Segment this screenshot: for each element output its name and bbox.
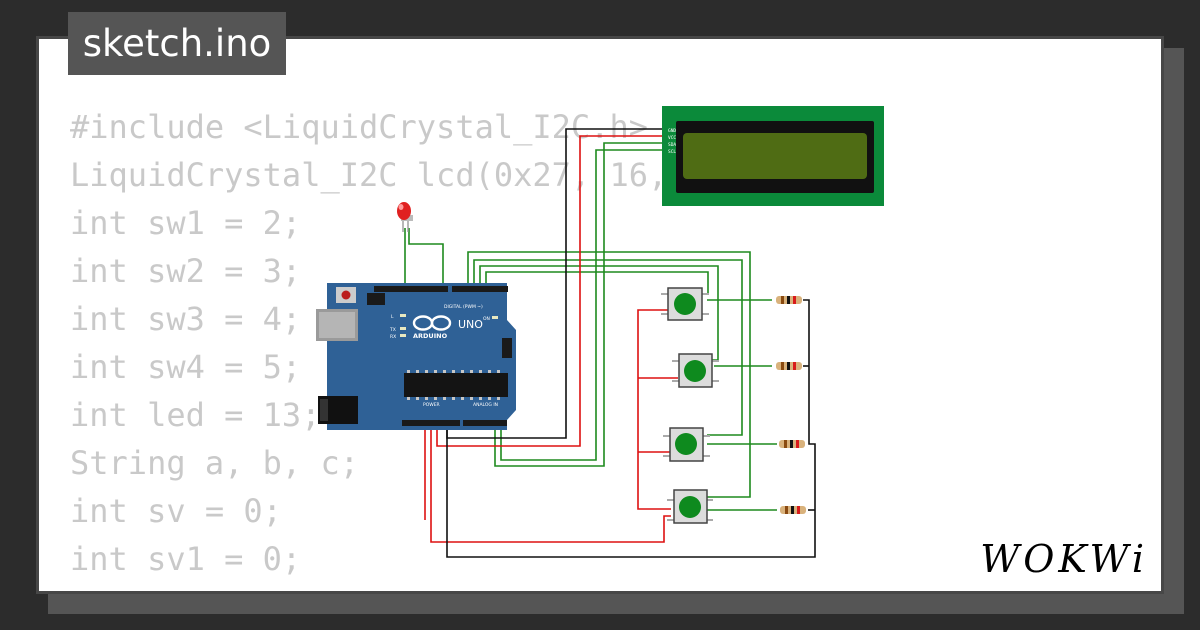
wire-sw2 — [473, 259, 743, 436]
resistor-1[interactable] — [776, 296, 802, 304]
lcd-pin-sda: SDA — [668, 142, 676, 148]
lcd-pin-gnd: GND — [668, 128, 676, 134]
resistor-2[interactable] — [776, 362, 802, 370]
lcd-pin-vcc: VCC — [668, 135, 676, 141]
wire-sw1 — [467, 251, 751, 498]
arduino-uno-board[interactable]: UNO ARDUINO DIGITAL (PWM ~) POWER ANALOG… — [316, 283, 516, 430]
l-led-icon — [400, 314, 406, 317]
red-led[interactable] — [397, 202, 413, 232]
code-line: int sv = 0; — [70, 492, 282, 530]
push-button-1[interactable] — [661, 287, 709, 321]
wire-5v-btn1 — [637, 309, 671, 510]
wire-lcd-scl — [500, 149, 662, 461]
wire-gnd-bus — [446, 299, 816, 558]
board-model: UNO — [458, 318, 483, 331]
wire-lcd-sda — [494, 142, 662, 467]
icsp-header — [367, 293, 512, 358]
code-line: int sw4 = 5; — [70, 348, 302, 386]
code-line: int sw3 = 4; — [70, 300, 302, 338]
lcd-display[interactable]: GND VCC SDA SCL — [662, 106, 884, 206]
wokwi-logo: WOKWi — [980, 537, 1148, 581]
on-led-label: ON — [483, 316, 490, 322]
rx-label: RX — [390, 334, 396, 340]
code-line: int sv1 = 0; — [70, 540, 302, 578]
resistor-3[interactable] — [779, 440, 805, 448]
tx-label: TX — [389, 327, 396, 333]
tx-led-icon — [400, 327, 406, 330]
push-button-4[interactable] — [667, 489, 713, 524]
wire-5v-rail — [430, 421, 671, 543]
lcd-pin-scl: SCL — [668, 149, 676, 155]
power-header-label: POWER — [423, 402, 440, 408]
resistor-4[interactable] — [780, 506, 806, 514]
digital-header-label: DIGITAL (PWM ~) — [444, 304, 483, 310]
code-line: int sw2 = 3; — [70, 252, 302, 290]
power-led-icon — [492, 316, 498, 319]
code-line: int led = 13; — [70, 396, 321, 434]
arduino-logo-icon — [412, 315, 452, 331]
push-button-2[interactable] — [672, 353, 719, 388]
code-line: int sw1 = 2; — [70, 204, 302, 242]
l-led-label: L — [391, 314, 394, 320]
board-logo-text: ARDUINO — [413, 332, 448, 340]
wire-lcd-vcc — [436, 135, 662, 447]
file-name-tab[interactable]: sketch.ino — [68, 12, 286, 75]
rx-led-icon — [400, 334, 406, 337]
code-line: String a, b, c; — [70, 444, 359, 482]
wire-led-cathode — [408, 228, 444, 291]
analog-header-label: ANALOG IN — [473, 402, 498, 408]
push-button-3[interactable] — [663, 427, 710, 462]
code-line: int sv2 = 0; — [70, 583, 744, 591]
